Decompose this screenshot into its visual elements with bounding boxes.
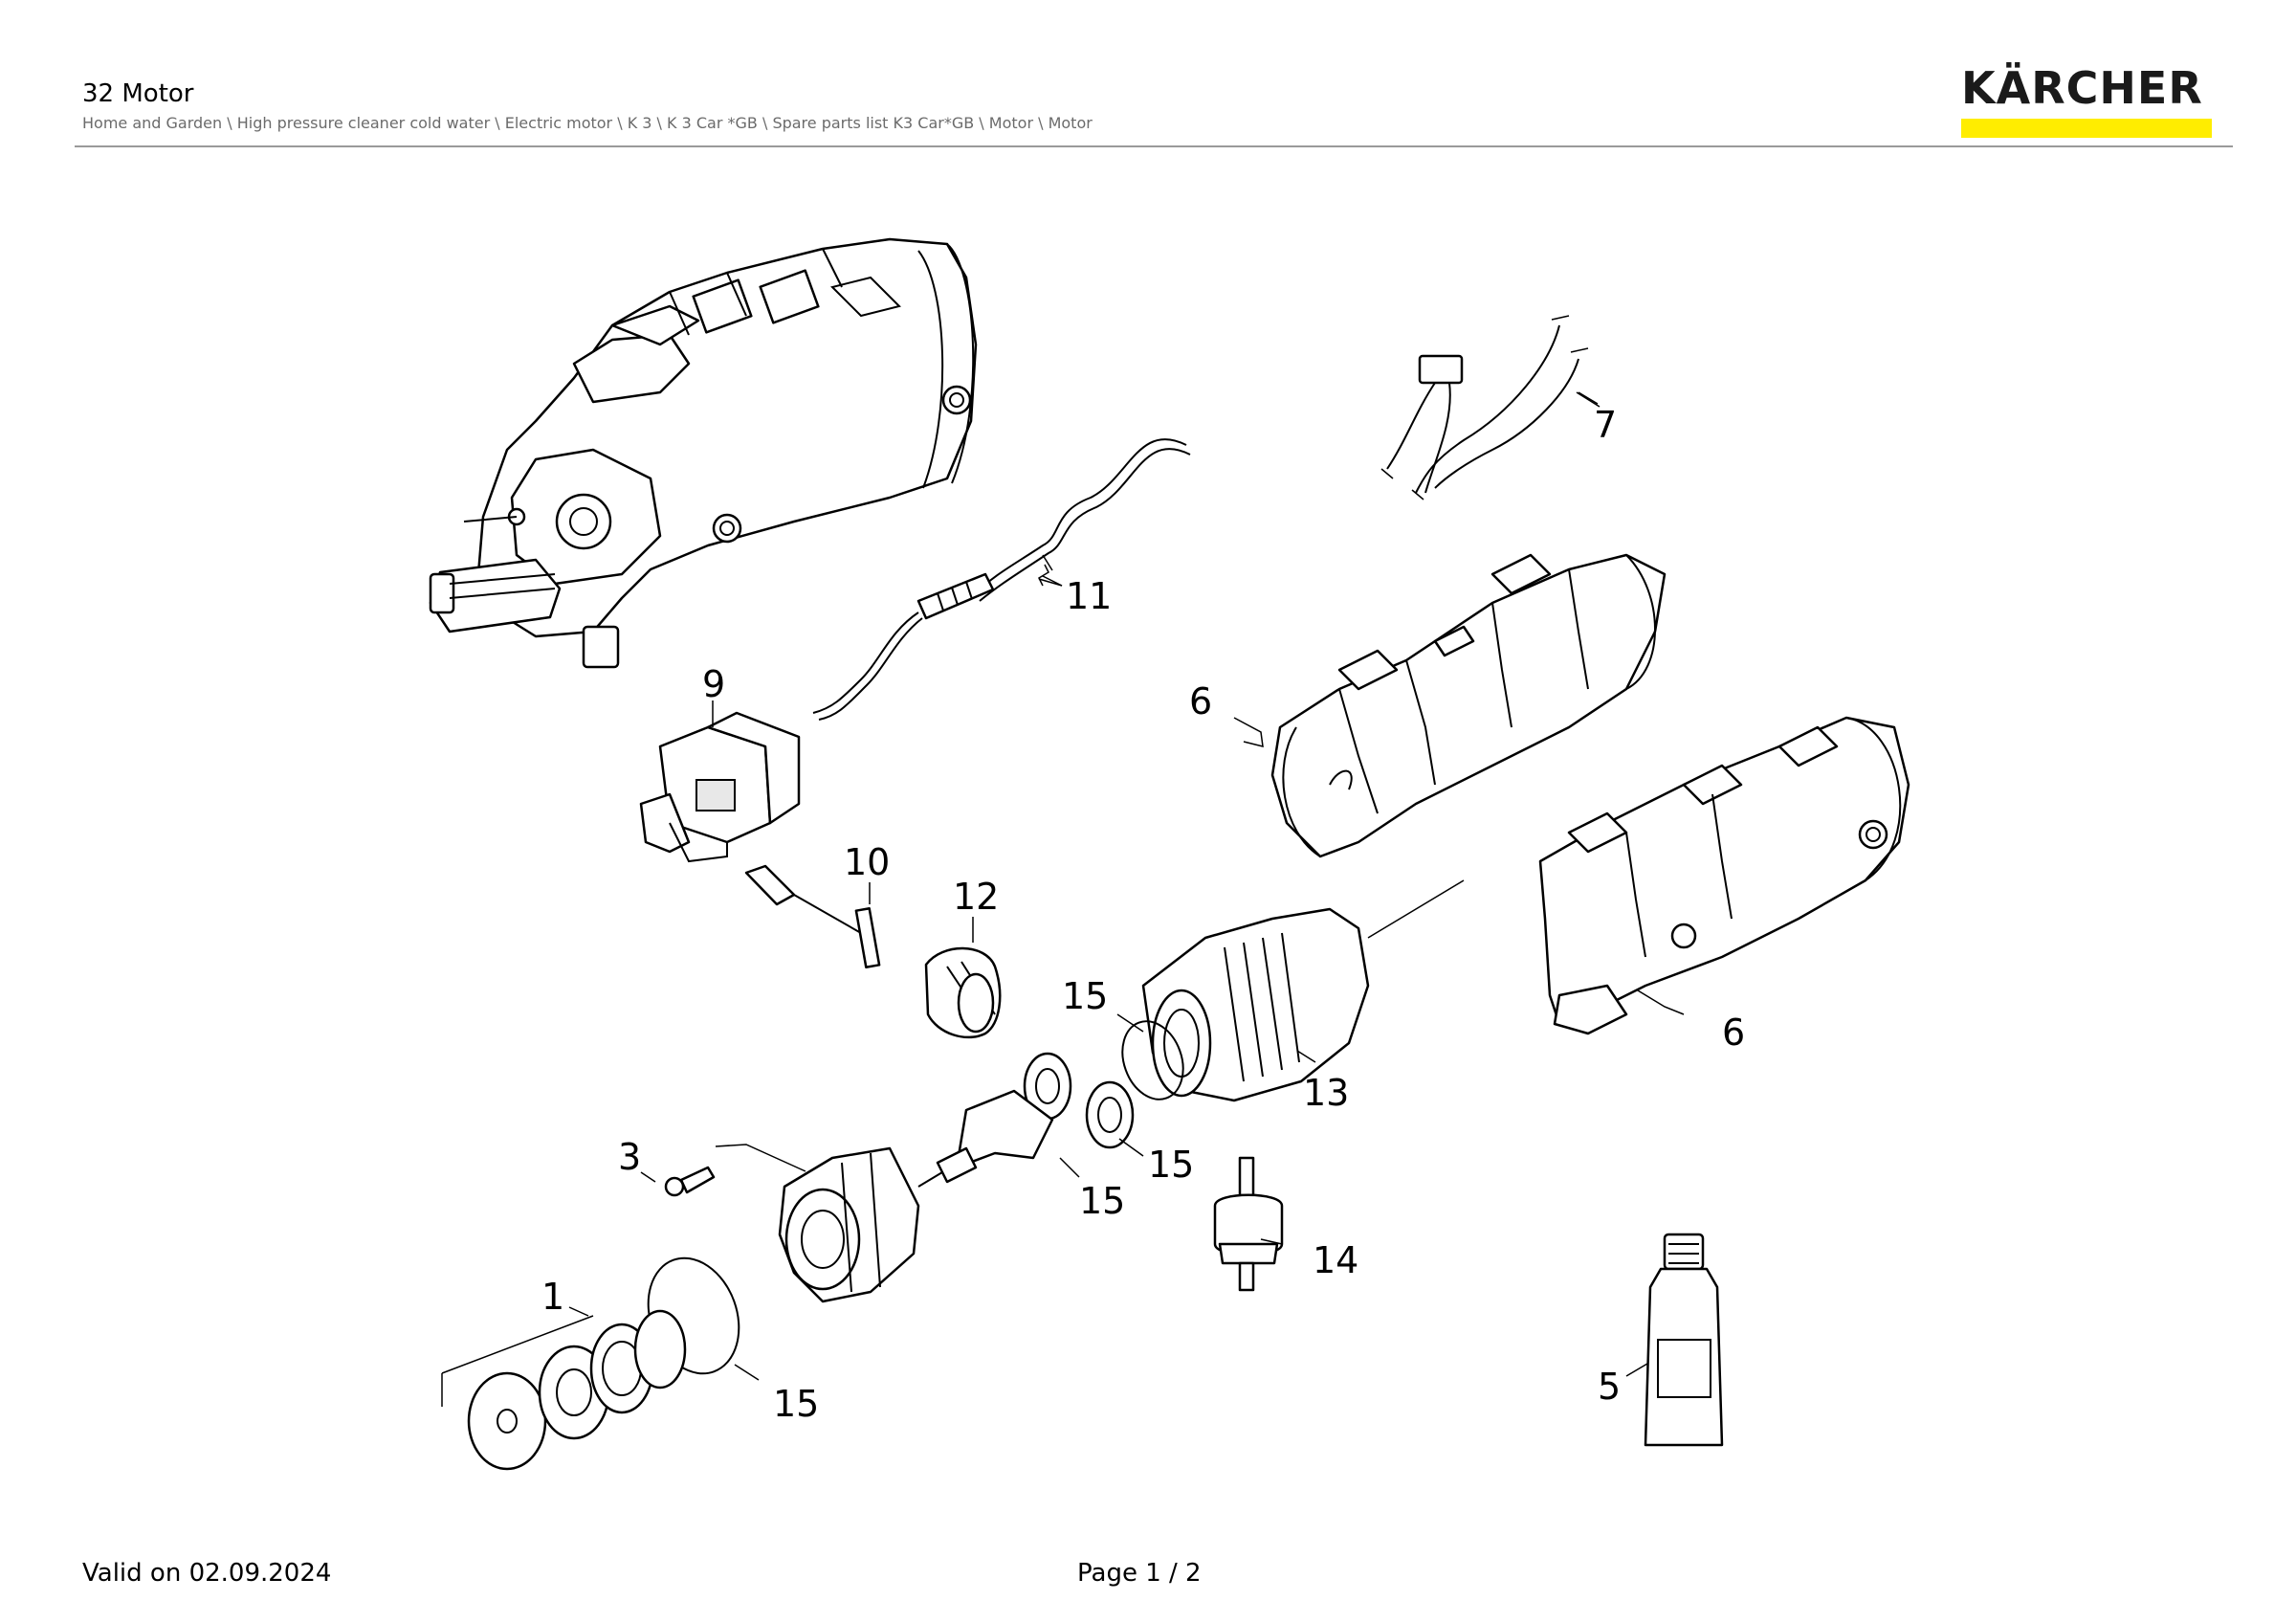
- leader-lines: [568, 391, 1685, 1381]
- callout-5: 5: [1598, 1366, 1621, 1408]
- callout-15-d: 15: [773, 1383, 819, 1425]
- karcher-logo: KÄRCHER: [1961, 63, 2215, 138]
- validity-date: Valid on 02.09.2024: [82, 1559, 332, 1588]
- oil-bottle: [1644, 1233, 1724, 1447]
- assembled-motor-unit: [429, 237, 978, 669]
- page-title: 32 Motor: [82, 79, 194, 108]
- callout-6-upper: 6: [1189, 680, 1212, 723]
- callout-15-a: 15: [1062, 975, 1108, 1017]
- breadcrumb: Home and Garden \ High pressure cleaner …: [82, 114, 1093, 132]
- header-divider: [75, 145, 2233, 147]
- wire-set: [1380, 315, 1599, 500]
- gear-housing: [778, 1146, 920, 1303]
- callout-13: 13: [1303, 1072, 1349, 1114]
- callout-6-lower: 6: [1722, 1012, 1745, 1054]
- planetary-gears: [1023, 1052, 1135, 1149]
- callout-11: 11: [1066, 575, 1112, 617]
- callout-3: 3: [618, 1136, 641, 1178]
- drive-shaft: [917, 1089, 1054, 1188]
- callout-12: 12: [953, 876, 999, 918]
- power-cable: [812, 438, 1191, 721]
- screw: [664, 1144, 806, 1197]
- pressure-switch: [639, 711, 801, 863]
- switch-rod: [744, 864, 881, 969]
- carbon-brush-holder: [1213, 1156, 1284, 1292]
- callout-labels: 11 7 6 9 10 12 15 13 6 3 15 15 14 1 15 5: [541, 404, 1745, 1425]
- page-number: Page 1 / 2: [1077, 1559, 1202, 1588]
- page-header: 32 Motor Home and Garden \ High pressure…: [0, 0, 2296, 153]
- motor-stator: [1141, 879, 1465, 1102]
- callout-15-b: 15: [1148, 1144, 1194, 1186]
- bearing-set: [441, 1309, 687, 1471]
- logo-wordmark: KÄRCHER: [1961, 62, 2203, 114]
- callout-1: 1: [541, 1276, 564, 1318]
- logo-yellow-bar: [1961, 119, 2212, 138]
- callout-14: 14: [1313, 1239, 1358, 1281]
- housing-half-lower: [1538, 716, 1910, 1035]
- callout-10: 10: [844, 841, 890, 883]
- callout-9: 9: [702, 663, 725, 705]
- housing-half-upper: [1270, 553, 1667, 858]
- switch-knob: [924, 946, 1002, 1039]
- o-ring-upper: [1121, 1020, 1184, 1101]
- callout-7: 7: [1594, 404, 1617, 446]
- callout-15-c: 15: [1079, 1180, 1125, 1222]
